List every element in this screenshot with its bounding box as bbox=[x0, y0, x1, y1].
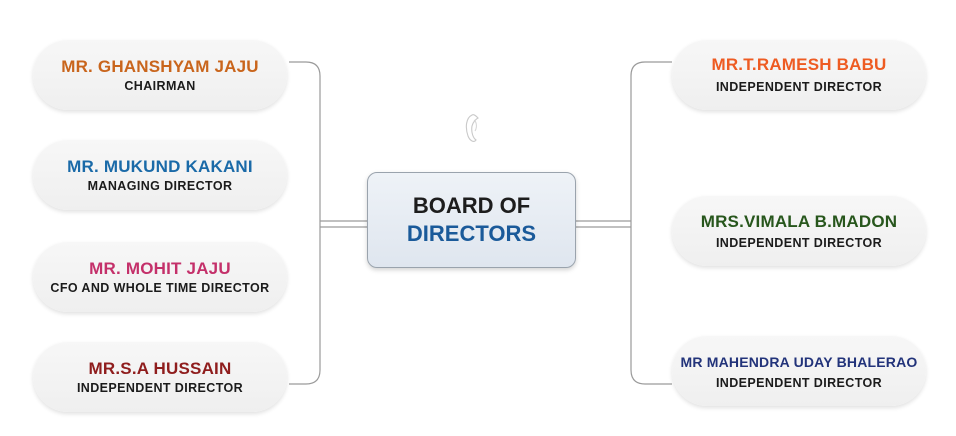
director-name: MR MAHENDRA UDAY BHALERAO bbox=[680, 353, 918, 370]
director-card-right-3: MR MAHENDRA UDAY BHALERAO INDEPENDENT DI… bbox=[672, 336, 926, 406]
director-role: CFO AND WHOLE TIME DIRECTOR bbox=[50, 280, 270, 295]
director-card-right-2: MRS.VIMALA B.MADON INDEPENDENT DIRECTOR bbox=[672, 196, 926, 266]
director-name: MR. MUKUND KAKANI bbox=[67, 156, 253, 176]
director-card-left-2: MR. MUKUND KAKANI MANAGING DIRECTOR bbox=[33, 140, 287, 210]
director-role: INDEPENDENT DIRECTOR bbox=[715, 375, 883, 390]
director-card-right-1: MR.T.RAMESH BABU INDEPENDENT DIRECTOR bbox=[672, 40, 926, 110]
director-role: INDEPENDENT DIRECTOR bbox=[76, 380, 244, 395]
director-card-left-1: MR. GHANSHYAM JAJU CHAIRMAN bbox=[33, 40, 287, 110]
right-bracket-line bbox=[630, 61, 672, 385]
board-of-directors-box: BOARD OF DIRECTORS bbox=[367, 172, 576, 268]
center-title-line2: DIRECTORS bbox=[406, 221, 537, 246]
director-role: INDEPENDENT DIRECTOR bbox=[715, 235, 883, 250]
director-card-left-4: MR.S.A HUSSAIN INDEPENDENT DIRECTOR bbox=[33, 342, 287, 412]
director-role: INDEPENDENT DIRECTOR bbox=[715, 80, 883, 94]
left-bracket-line bbox=[289, 61, 321, 385]
director-name: MR. GHANSHYAM JAJU bbox=[61, 56, 259, 76]
center-title-line1: BOARD OF bbox=[412, 193, 531, 218]
director-name: MRS.VIMALA B.MADON bbox=[700, 211, 898, 231]
director-name: MR.S.A HUSSAIN bbox=[88, 358, 232, 378]
watermark-logo bbox=[465, 114, 479, 142]
director-card-left-3: MR. MOHIT JAJU CFO AND WHOLE TIME DIRECT… bbox=[33, 242, 287, 312]
director-role: MANAGING DIRECTOR bbox=[87, 178, 233, 193]
director-role: CHAIRMAN bbox=[124, 78, 196, 93]
director-name: MR.T.RAMESH BABU bbox=[711, 55, 887, 74]
director-name: MR. MOHIT JAJU bbox=[89, 258, 231, 278]
